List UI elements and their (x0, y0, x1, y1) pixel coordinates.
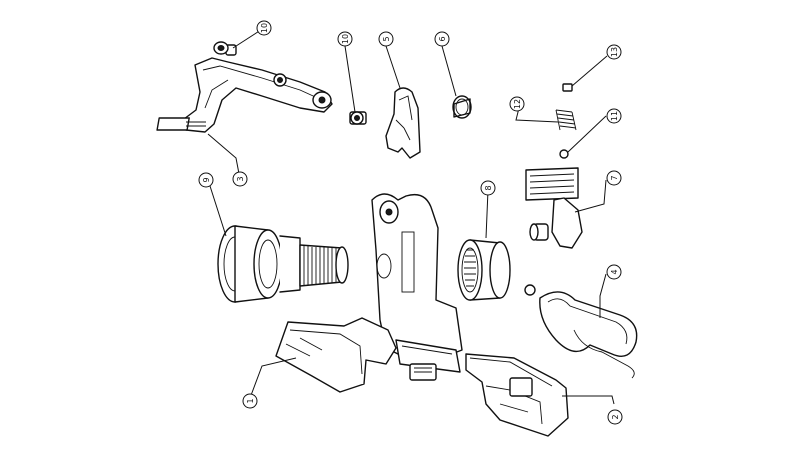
callout-2: 2 (607, 409, 623, 425)
part-8-threaded-nut (457, 239, 511, 301)
callout-10-center: 10 (337, 31, 353, 47)
callout-label: 10 (341, 34, 350, 44)
callout-label: 12 (513, 99, 522, 109)
callout-label: 9 (202, 177, 211, 182)
callout-7: 7 (606, 170, 622, 186)
part-3-lever-arm (156, 57, 333, 133)
callout-label: 11 (610, 111, 619, 121)
callout-label: 8 (484, 185, 493, 190)
part-11-ball (559, 149, 569, 159)
callout-3: 3 (232, 171, 248, 187)
callout-11: 11 (606, 108, 622, 124)
callout-12: 12 (509, 96, 525, 112)
callout-10-upper: 10 (256, 20, 272, 36)
callout-label: 5 (382, 36, 391, 41)
callout-label: 1 (246, 398, 255, 403)
callout-4: 4 (606, 264, 622, 280)
callout-6: 6 (434, 31, 450, 47)
callout-label: 3 (236, 176, 245, 181)
part-2-rail-block (465, 353, 569, 437)
callout-13: 13 (606, 44, 622, 60)
part-1-main-body (275, 193, 463, 393)
callout-label: 7 (610, 175, 619, 180)
part-13-small-pin (562, 83, 573, 92)
callout-label: 2 (611, 414, 620, 419)
callout-8: 8 (480, 180, 496, 196)
part-5-clip (385, 87, 421, 159)
part-10-screw-center (349, 111, 367, 125)
callout-label: 13 (610, 47, 619, 57)
part-4-wire-bracket (524, 284, 638, 379)
part-10-screw-upper (213, 41, 237, 56)
callout-label: 10 (260, 23, 269, 33)
callout-label: 4 (610, 269, 619, 274)
callout-1: 1 (242, 393, 258, 409)
part-12-spring (555, 109, 577, 131)
part-9-threaded-barrel (217, 225, 349, 303)
callout-5: 5 (378, 31, 394, 47)
callout-9: 9 (198, 172, 214, 188)
part-7-knob (525, 167, 583, 249)
callout-label: 6 (438, 36, 447, 41)
part-6-ring (452, 95, 472, 119)
